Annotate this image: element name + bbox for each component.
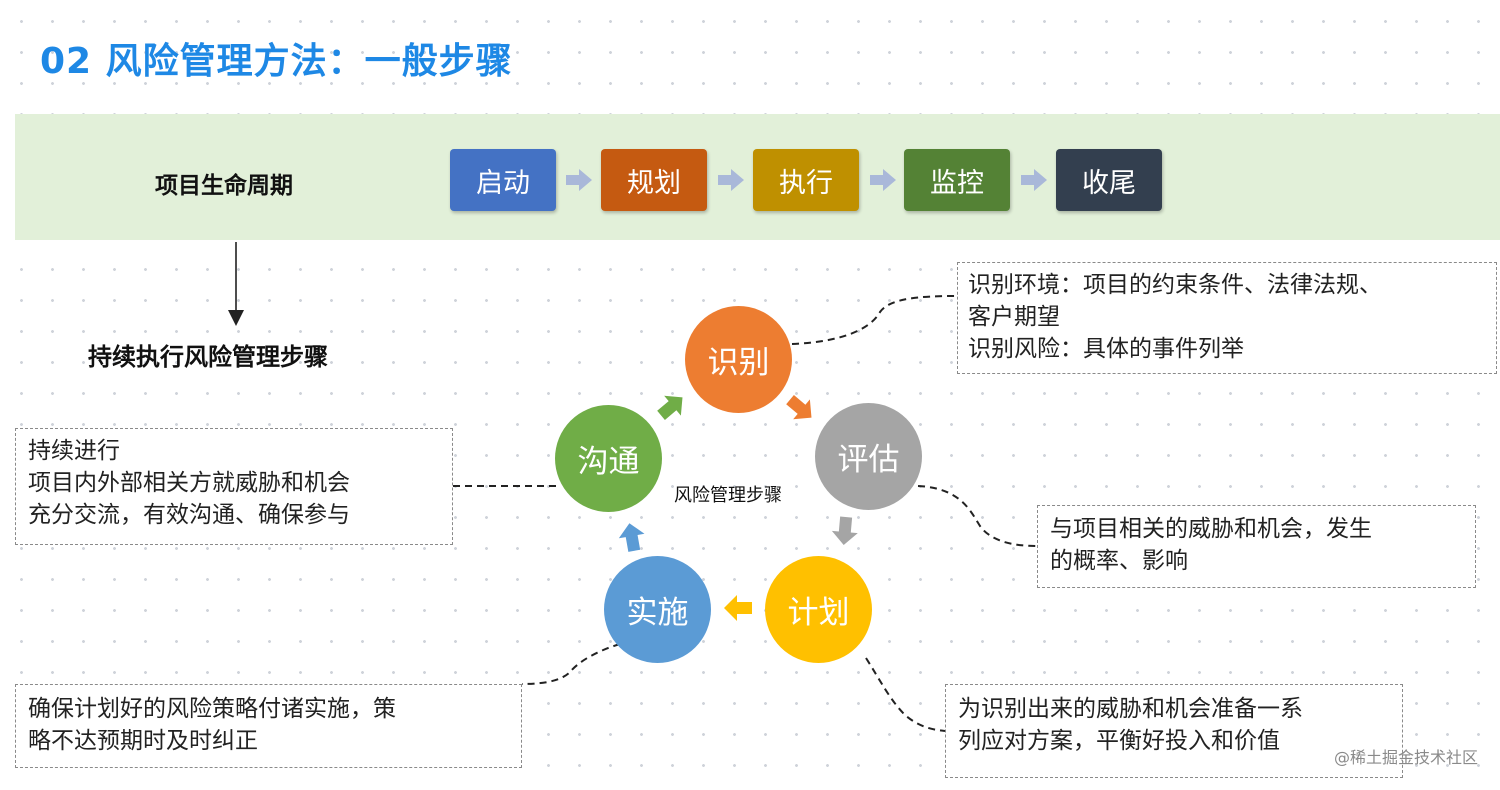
- watermark: @稀土掘金技术社区: [1333, 748, 1478, 767]
- step-label: 评估: [837, 442, 900, 478]
- note-line: 略不达预期时及时纠正: [28, 728, 258, 754]
- phase-label: 监控: [930, 167, 984, 199]
- cycle-center-label: 风险管理步骤: [674, 485, 782, 506]
- phase-plan: 规划: [601, 149, 707, 211]
- phase-arrow-icon: [1021, 169, 1047, 191]
- phase-execute: 执行: [753, 149, 859, 211]
- step-implement: 实施: [604, 556, 711, 663]
- note-line: 识别风险：具体的事件列举: [968, 336, 1244, 362]
- cycle-arrow-icon: [618, 523, 645, 552]
- step-label: 沟通: [577, 444, 640, 480]
- cycle-arrow-icon: [831, 516, 858, 545]
- implement-note: 确保计划好的风险策略付诸实施，策 略不达预期时及时纠正: [15, 684, 522, 768]
- phase-arrow-icon: [870, 169, 896, 191]
- phase-label: 规划: [627, 167, 681, 199]
- note-line: 持续进行: [28, 438, 120, 464]
- phase-label: 收尾: [1082, 167, 1136, 199]
- assess-note: 与项目相关的威胁和机会，发生 的概率、影响: [1037, 505, 1476, 588]
- step-label: 计划: [787, 595, 850, 631]
- steps-label: 持续执行风险管理步骤: [88, 343, 328, 371]
- assess-connector: [917, 485, 1038, 547]
- step-communicate: 沟通: [555, 405, 662, 512]
- step-label: 识别: [707, 345, 770, 381]
- identify-note: 识别环境：项目的约束条件、法律法规、 客户期望 识别风险：具体的事件列举: [957, 262, 1497, 374]
- implement-connector: [521, 643, 621, 685]
- phase-label: 执行: [779, 167, 833, 199]
- phase-arrow-icon: [718, 169, 744, 191]
- phase-monitor: 监控: [904, 149, 1010, 211]
- phase-arrow-icon: [566, 169, 592, 191]
- plan-connector: [865, 657, 946, 732]
- note-line: 项目内外部相关方就威胁和机会: [28, 470, 350, 496]
- phase-initiate: 启动: [450, 149, 556, 211]
- note-line: 为识别出来的威胁和机会准备一系: [958, 696, 1303, 722]
- step-assess: 评估: [815, 403, 922, 510]
- step-identify: 识别: [685, 306, 792, 413]
- note-line: 客户期望: [968, 304, 1060, 330]
- lifecycle-label: 项目生命周期: [155, 173, 293, 199]
- note-line: 的概率、影响: [1050, 548, 1188, 574]
- note-line: 充分交流，有效沟通、确保参与: [28, 502, 350, 528]
- phase-label: 启动: [476, 167, 530, 199]
- step-label: 实施: [626, 595, 689, 631]
- identify-connector: [791, 295, 958, 345]
- step-plan: 计划: [765, 556, 872, 663]
- cycle-arrow-icon: [657, 395, 683, 420]
- cycle-arrow-icon: [724, 595, 752, 621]
- note-line: 确保计划好的风险策略付诸实施，策: [28, 696, 396, 722]
- note-line: 识别环境：项目的约束条件、法律法规、: [968, 272, 1382, 298]
- communicate-note: 持续进行 项目内外部相关方就威胁和机会 充分交流，有效沟通、确保参与: [15, 428, 453, 545]
- plan-note: 为识别出来的威胁和机会准备一系 列应对方案，平衡好投入和价值: [945, 684, 1403, 778]
- cycle-arrow-icon: [786, 395, 812, 420]
- note-line: 列应对方案，平衡好投入和价值: [958, 728, 1280, 754]
- note-line: 与项目相关的威胁和机会，发生: [1050, 516, 1372, 542]
- phase-close: 收尾: [1056, 149, 1162, 211]
- page-title: 02 风险管理方法：一般步骤: [40, 41, 513, 82]
